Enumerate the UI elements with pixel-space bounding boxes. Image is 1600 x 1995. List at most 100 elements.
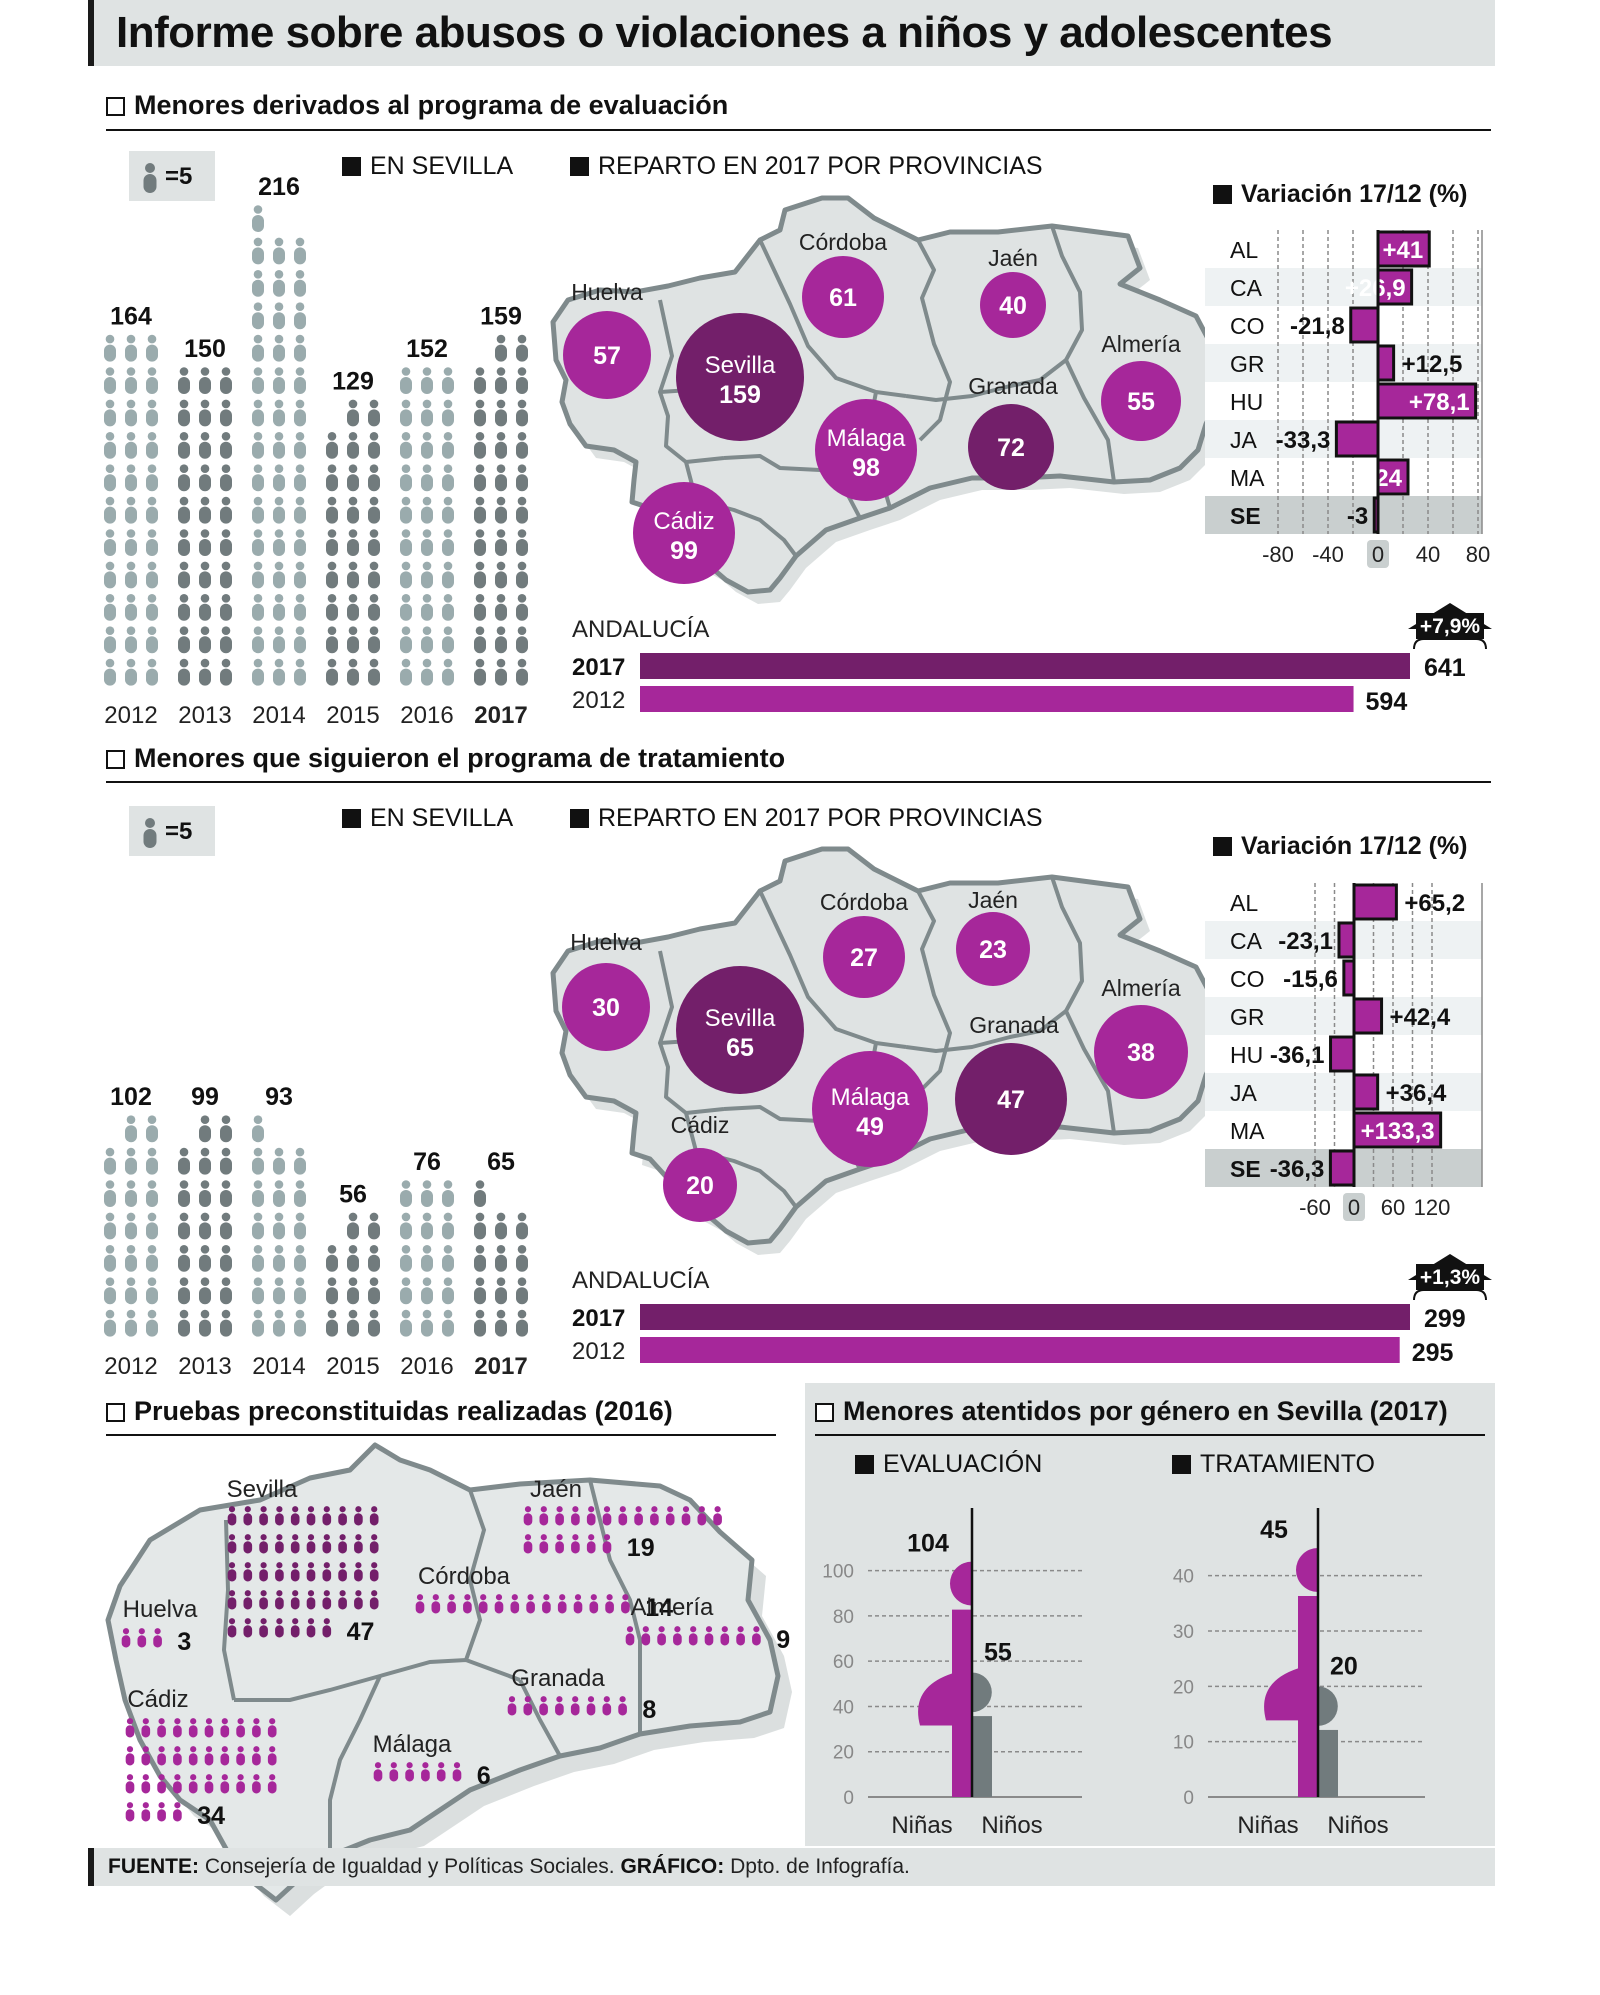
person-icon bbox=[252, 1147, 264, 1175]
footer-bar bbox=[88, 1848, 1495, 1886]
girl-bar bbox=[918, 1609, 972, 1797]
person-icon bbox=[602, 1696, 612, 1716]
person-icon bbox=[322, 1534, 332, 1554]
tick-label: 0 bbox=[1183, 1788, 1194, 1809]
var-row-bg bbox=[1205, 344, 1482, 382]
person-icon bbox=[474, 1309, 486, 1337]
person-icon bbox=[259, 1506, 268, 1526]
person-icon bbox=[294, 496, 306, 524]
person-icon bbox=[442, 1277, 454, 1305]
tick-label: 80 bbox=[1466, 542, 1490, 567]
var-row-bg bbox=[1205, 230, 1482, 268]
variation-value: -23,1 bbox=[1278, 928, 1333, 955]
person-icon bbox=[573, 1594, 583, 1614]
person-icon bbox=[373, 1762, 383, 1782]
section-eval-title-text: Menores derivados al programa de evaluac… bbox=[134, 90, 729, 120]
variation-bar bbox=[1352, 883, 1398, 921]
var-row-bg bbox=[1205, 1073, 1482, 1111]
person-icon bbox=[442, 432, 454, 459]
province-name: Almería bbox=[1101, 975, 1180, 1001]
label-en-sevilla-text: EN SEVILLA bbox=[370, 152, 514, 180]
divider bbox=[106, 1434, 776, 1436]
person-icon bbox=[252, 1245, 264, 1272]
icon-key-label: =5 bbox=[165, 818, 193, 845]
person-icon bbox=[338, 1506, 347, 1526]
province-border bbox=[221, 1519, 236, 1701]
person-icon bbox=[173, 1802, 182, 1822]
person-icon bbox=[104, 626, 116, 654]
var-row-bg bbox=[1205, 997, 1482, 1035]
person-icon bbox=[347, 1277, 359, 1305]
year-label: 2017 bbox=[474, 1353, 527, 1380]
person-icon bbox=[252, 302, 264, 330]
person-icon bbox=[494, 1594, 504, 1614]
bar-value-label: 93 bbox=[265, 1083, 293, 1111]
person-icon bbox=[220, 464, 232, 492]
person-icon bbox=[326, 658, 338, 686]
person-icon bbox=[290, 1618, 300, 1638]
person-icon bbox=[354, 1506, 363, 1526]
person-icon bbox=[306, 1618, 316, 1638]
person-icon bbox=[252, 367, 264, 394]
person-icon bbox=[421, 561, 433, 589]
person-icon bbox=[557, 1594, 567, 1614]
person-icon bbox=[125, 561, 137, 589]
person-icon bbox=[571, 1534, 580, 1554]
person-icon bbox=[236, 1746, 245, 1766]
person-icon bbox=[421, 626, 433, 654]
person-icon bbox=[368, 432, 380, 459]
person-icon bbox=[125, 367, 137, 394]
province-bubble bbox=[562, 963, 650, 1051]
person-icon bbox=[178, 594, 190, 621]
person-icon bbox=[368, 626, 380, 654]
province-value: 57 bbox=[593, 342, 621, 370]
person-icon bbox=[555, 1506, 564, 1526]
tick-label: 60 bbox=[1381, 1195, 1405, 1220]
province-name: Cádiz bbox=[653, 508, 714, 535]
person-icon bbox=[495, 367, 507, 394]
person-icon bbox=[104, 1309, 116, 1337]
person-icon bbox=[400, 1277, 412, 1305]
map-group: Huelva57Córdoba61Jaén40Sevilla159Almería… bbox=[550, 195, 1228, 604]
province-bubble bbox=[980, 272, 1046, 338]
square-icon bbox=[342, 157, 361, 176]
person-icon bbox=[516, 496, 528, 524]
person-icon bbox=[442, 399, 454, 427]
boys-value: 20 bbox=[1330, 1652, 1358, 1680]
person-icon bbox=[526, 1594, 535, 1614]
person-icon bbox=[306, 1590, 316, 1610]
andalucia-label: ANDALUCÍA bbox=[572, 1267, 709, 1294]
person-icon bbox=[273, 496, 285, 524]
person-icon bbox=[347, 496, 359, 524]
province-bubble bbox=[815, 399, 917, 501]
tick-label: 40 bbox=[1416, 542, 1440, 567]
girls-value: 104 bbox=[907, 1530, 949, 1558]
map-group: Huelva30Córdoba27Jaén23Sevilla65Almería3… bbox=[550, 846, 1228, 1255]
person-icon bbox=[400, 1245, 412, 1272]
person-icon bbox=[510, 1594, 520, 1614]
person-icon bbox=[125, 1718, 135, 1738]
variation-value: +65,2 bbox=[1404, 890, 1465, 917]
var-row-bg bbox=[1205, 496, 1482, 534]
variation-value: +26,9 bbox=[1345, 275, 1406, 302]
person-icon bbox=[273, 1245, 285, 1272]
person-icon bbox=[273, 1309, 285, 1337]
province-border bbox=[588, 1479, 642, 1734]
person-icon bbox=[421, 1277, 433, 1305]
person-icon bbox=[173, 1746, 182, 1766]
person-icon bbox=[178, 561, 190, 589]
province-value: 34 bbox=[197, 1802, 225, 1830]
person-icon bbox=[354, 1590, 363, 1610]
person-icon bbox=[125, 1212, 137, 1240]
tick-label: 120 bbox=[1414, 1195, 1451, 1220]
person-icon bbox=[555, 1696, 564, 1716]
person-icon bbox=[523, 1506, 533, 1526]
person-icon bbox=[368, 1309, 380, 1337]
person-icon bbox=[252, 1718, 261, 1738]
value-2017: 299 bbox=[1424, 1305, 1466, 1333]
province-value: 47 bbox=[997, 1086, 1025, 1114]
person-icon bbox=[220, 658, 232, 686]
province-code: MA bbox=[1230, 1118, 1265, 1144]
tick-label: 20 bbox=[1173, 1677, 1194, 1698]
person-icon bbox=[474, 1212, 486, 1240]
